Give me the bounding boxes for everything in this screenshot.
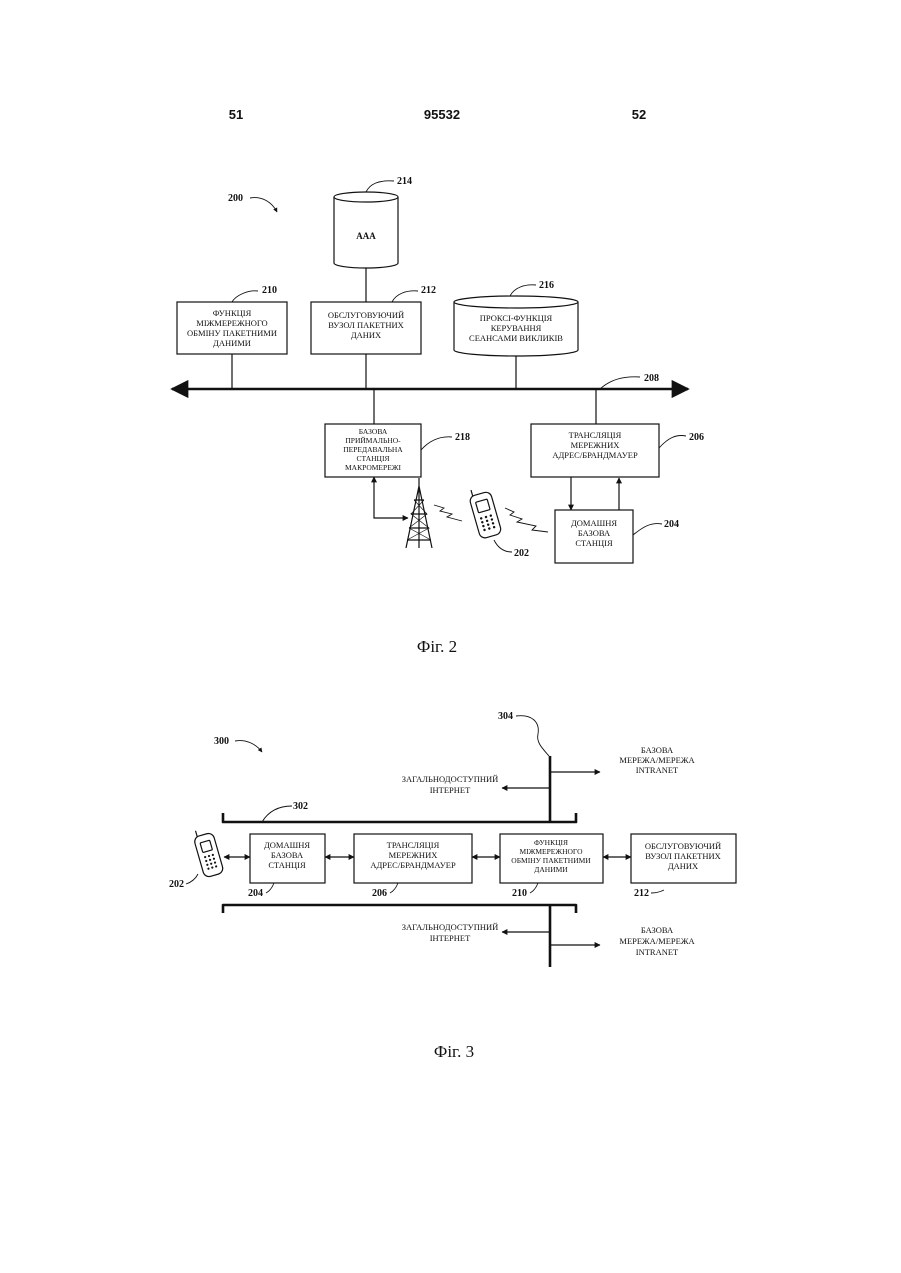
fig2-caption: Фіг. 2	[417, 637, 457, 656]
fig3-iwf-label-2: МІЖМЕРЕЖНОГО	[519, 847, 583, 856]
pdsn-label-1: ОБСЛУГОВУЮЧИЙ	[328, 310, 404, 320]
pdsn-label-2: ВУЗОЛ ПАКЕТНИХ	[328, 320, 404, 330]
fig3-phone-ref-leader	[186, 874, 198, 884]
mobile-phone-icon	[192, 826, 224, 878]
fig3-home-bs-ref: 204	[248, 888, 263, 899]
nat-ref-leader	[659, 436, 686, 449]
fig3-caption: Фіг. 3	[434, 1042, 474, 1061]
fig3-pdsn-label-1: ОБСЛУГОВУЮЧИЙ	[645, 841, 721, 851]
home-bs-label-3: СТАНЦІЯ	[575, 538, 613, 548]
proxy-ref-leader	[510, 285, 536, 296]
lower-intranet-label-2: МЕРЕЖА/МЕРЕЖА	[619, 936, 695, 946]
lower-internet-link	[223, 905, 576, 913]
iwf-ref-leader	[232, 291, 258, 302]
home-bs-label-2: БАЗОВА	[578, 528, 611, 538]
proxy-ref: 216	[539, 280, 554, 291]
page-number-left: 51	[229, 107, 243, 122]
internet-ref-leader	[262, 806, 292, 822]
fig3-nat-label-2: МЕРЕЖНИХ	[389, 850, 438, 860]
fig3-nat-ref: 206	[372, 888, 387, 899]
macro-bts-label-1: БАЗОВА	[359, 427, 388, 436]
fig2-system-ref: 200	[228, 193, 243, 204]
aaa-label: AAA	[356, 231, 376, 241]
nat-label-1: ТРАНСЛЯЦІЯ	[569, 430, 622, 440]
iwf-label-4: ДАНИМИ	[213, 338, 251, 348]
page-number-right: 52	[632, 107, 646, 122]
macro-bts-label-3: ПЕРЕДАВАЛЬНА	[343, 445, 403, 454]
fig3-nat-label-3: АДРЕС/БРАНДМАУЕР	[370, 860, 456, 870]
macro-to-tower-link	[374, 477, 408, 518]
upper-public-internet-label-1: ЗАГАЛЬНОДОСТУПНИЙ	[402, 774, 499, 784]
upper-intranet-label-2: МЕРЕЖА/МЕРЕЖА	[619, 755, 695, 765]
macro-bts-label-2: ПРИЙМАЛЬНО-	[345, 436, 401, 445]
fig3-home-bs-label-2: БАЗОВА	[271, 850, 304, 860]
pdsn-ref-leader	[392, 291, 418, 302]
iwf-label-2: МІЖМЕРЕЖНОГО	[196, 318, 267, 328]
fig3-iwf-label-1: ФУНКЦІЯ	[534, 838, 568, 847]
fig3-nat-label-1: ТРАНСЛЯЦІЯ	[387, 840, 440, 850]
fig3-iwf-label-3: ОБМІНУ ПАКЕТНИМИ	[511, 856, 591, 865]
macro-bts-ref-leader	[421, 437, 452, 450]
fig3-nat-ref-leader	[390, 883, 398, 893]
lower-public-internet-label-2: ІНТЕРНЕТ	[430, 933, 471, 943]
macro-bts-label-4: СТАНЦІЯ	[357, 454, 390, 463]
upper-internet-link	[223, 813, 576, 822]
patent-number: 95532	[424, 107, 460, 122]
phone-wireless-link	[505, 508, 548, 532]
fig2-system-ref-arrow	[250, 198, 277, 212]
fig3-iwf-label-4: ДАНИМИ	[534, 865, 568, 874]
bus-ref: 208	[644, 373, 659, 384]
mobile-phone-icon	[467, 485, 502, 539]
fig3-phone-ref: 202	[169, 879, 184, 890]
aaa-ref: 214	[397, 176, 412, 187]
router-ref-leader	[516, 716, 549, 756]
figure-2: 200 AAA 214 ФУНКЦІЯ МІЖМЕРЕЖНОГО ОБМІНУ …	[172, 176, 704, 656]
fig3-system-ref-arrow	[235, 741, 262, 752]
aaa-ref-leader	[366, 181, 394, 192]
macro-bts-ref: 218	[455, 432, 470, 443]
upper-intranet-label-1: БАЗОВА	[641, 745, 674, 755]
home-bs-ref: 204	[664, 519, 679, 530]
fig3-pdsn-label-2: ВУЗОЛ ПАКЕТНИХ	[645, 851, 721, 861]
figure-3: 300 304 302 ЗАГАЛЬНОДОСТУПНИЙ ІНТЕРНЕТ Б…	[169, 711, 736, 1061]
lower-intranet-label-3: INTRANET	[636, 947, 679, 957]
upper-public-internet-label-2: ІНТЕРНЕТ	[430, 785, 471, 795]
proxy-label-2: КЕРУВАННЯ	[491, 323, 542, 333]
phone-ref: 202	[514, 548, 529, 559]
iwf-label-1: ФУНКЦІЯ	[213, 308, 252, 318]
fig3-system-ref: 300	[214, 736, 229, 747]
nat-label-2: МЕРЕЖНИХ	[571, 440, 620, 450]
macro-bts-label-5: МАКРОМЕРЕЖІ	[345, 463, 401, 472]
iwf-label-3: ОБМІНУ ПАКЕТНИМИ	[187, 328, 277, 338]
internet-ref: 302	[293, 801, 308, 812]
fig3-pdsn-ref: 212	[634, 888, 649, 899]
home-bs-label-1: ДОМАШНЯ	[571, 518, 617, 528]
iwf-ref: 210	[262, 285, 277, 296]
home-bs-ref-leader	[633, 523, 662, 535]
fig3-iwf-ref: 210	[512, 888, 527, 899]
proxy-label-1: ПРОКСІ-ФУНКЦІЯ	[480, 313, 553, 323]
fig3-pdsn-label-3: ДАНИХ	[668, 861, 698, 871]
router-ref: 304	[498, 711, 513, 722]
lower-intranet-label-1: БАЗОВА	[641, 925, 674, 935]
pdsn-label-3: ДАНИХ	[351, 330, 381, 340]
nat-label-3: АДРЕС/БРАНДМАУЕР	[552, 450, 638, 460]
lower-public-internet-label-1: ЗАГАЛЬНОДОСТУПНИЙ	[402, 922, 499, 932]
fig3-pdsn-ref-leader	[651, 890, 664, 893]
pdsn-ref: 212	[421, 285, 436, 296]
proxy-cscf: ПРОКСІ-ФУНКЦІЯ КЕРУВАННЯ СЕАНСАМИ ВИКЛИК…	[454, 296, 578, 356]
fig3-home-bs-label-3: СТАНЦІЯ	[268, 860, 306, 870]
proxy-label-3: СЕАНСАМИ ВИКЛИКІВ	[469, 333, 563, 343]
tower-wireless-link	[434, 505, 462, 521]
phone-ref-leader	[494, 540, 512, 552]
aaa-server: AAA	[334, 192, 398, 268]
fig3-home-bs-ref-leader	[266, 883, 274, 893]
fig3-iwf-ref-leader	[530, 883, 538, 893]
upper-intranet-label-3: INTRANET	[636, 765, 679, 775]
cell-tower-icon	[406, 478, 432, 548]
nat-ref: 206	[689, 432, 704, 443]
bus-ref-leader	[600, 377, 640, 389]
fig3-home-bs-label-1: ДОМАШНЯ	[264, 840, 310, 850]
